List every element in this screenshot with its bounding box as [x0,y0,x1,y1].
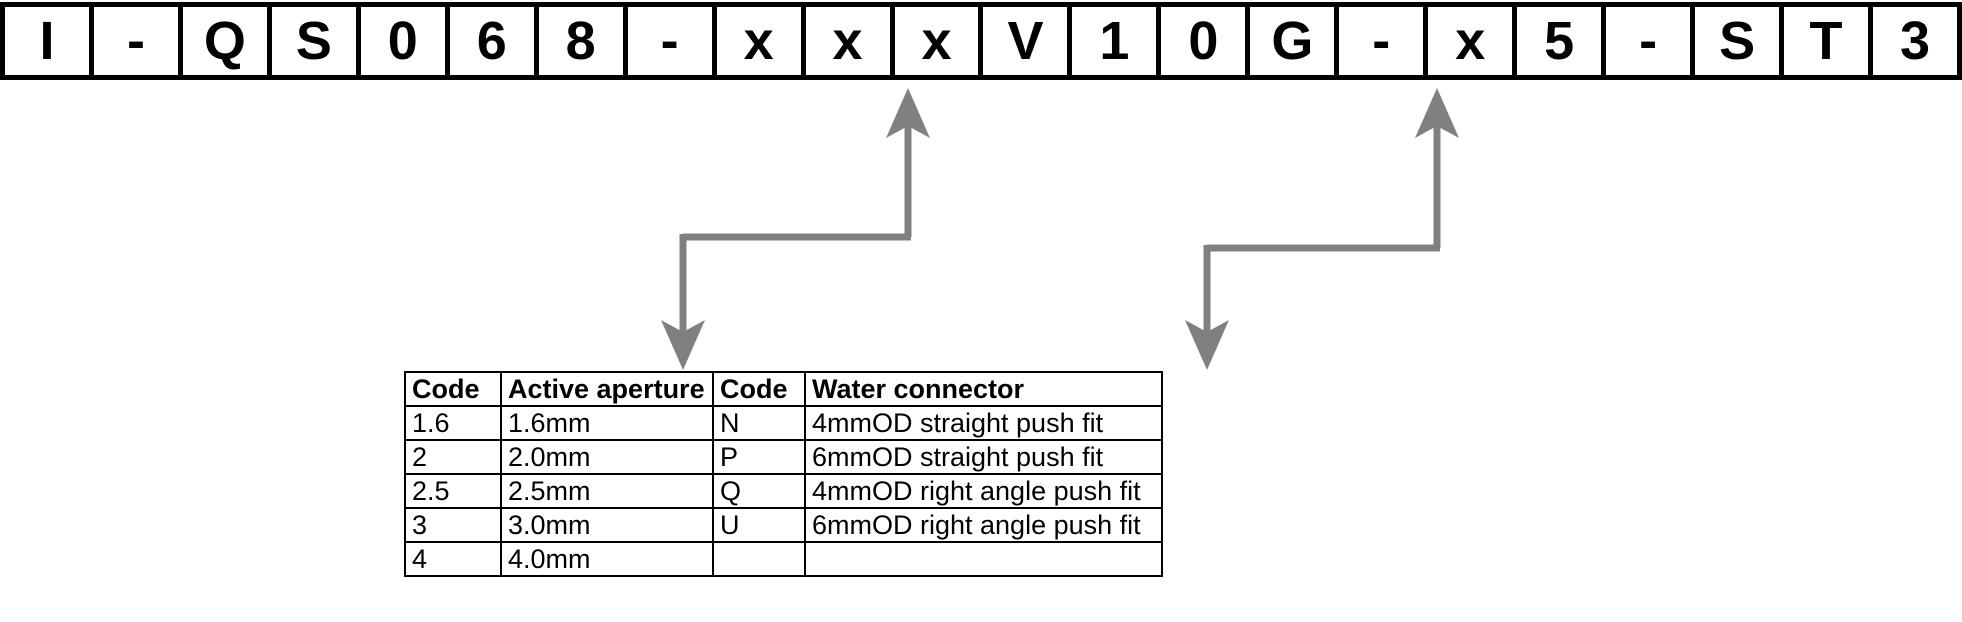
part-number-cell-4[interactable]: 0 [361,7,450,75]
part-number-cell-20[interactable]: T [1784,7,1874,75]
part-number-cell-12[interactable]: 1 [1072,7,1162,75]
water-connector-leader [1185,88,1459,370]
cell-code-aperture: 2.5 [404,473,502,509]
cell-code-connector: U [712,507,806,543]
cell-code-aperture: 1.6 [404,405,502,441]
cell-water-connector: 4mmOD right angle push fit [804,473,1163,509]
cell-code-connector: Q [712,473,806,509]
part-number-cell-18[interactable]: - [1606,7,1696,75]
header-code-aperture: Code [404,371,502,407]
part-number-cell-21[interactable]: 3 [1873,7,1962,75]
part-number-cell-2[interactable]: Q [183,7,272,75]
cell-water-connector: 4mmOD straight push fit [804,405,1163,441]
part-number-cell-10[interactable]: x [895,7,984,75]
part-number-cell-14[interactable]: G [1250,7,1340,75]
header-code-connector: Code [712,371,806,407]
part-number-cell-0[interactable]: I [5,7,94,75]
cell-code-aperture: 4 [404,541,502,577]
header-water-connector: Water connector [804,371,1163,407]
part-number-cell-9[interactable]: x [806,7,895,75]
part-number-cell-17[interactable]: 5 [1517,7,1607,75]
specification-table: Code Active aperture Code Water connecto… [404,371,1163,577]
cell-active-aperture: 2.5mm [500,473,714,509]
cell-active-aperture: 3.0mm [500,507,714,543]
cell-active-aperture: 2.0mm [500,439,714,475]
table-header-row: Code Active aperture Code Water connecto… [404,371,1163,407]
part-number-cell-15[interactable]: - [1339,7,1429,75]
cell-code-connector: P [712,439,806,475]
cell-active-aperture: 4.0mm [500,541,714,577]
cell-active-aperture: 1.6mm [500,405,714,441]
active-aperture-leader [661,88,930,370]
cell-water-connector: 6mmOD right angle push fit [804,507,1163,543]
cell-water-connector: 6mmOD straight push fit [804,439,1163,475]
cell-code-connector: N [712,405,806,441]
part-number-cell-8[interactable]: x [717,7,806,75]
part-number-cell-7[interactable]: - [628,7,717,75]
header-active-aperture: Active aperture [500,371,714,407]
part-number-cell-16[interactable]: x [1428,7,1518,75]
part-number-cell-11[interactable]: V [983,7,1073,75]
cell-code-aperture: 2 [404,439,502,475]
part-number-cell-1[interactable]: - [94,7,183,75]
part-number-cell-13[interactable]: 0 [1161,7,1251,75]
part-number-cell-3[interactable]: S [272,7,361,75]
part-number-cell-5[interactable]: 6 [450,7,539,75]
part-number-cell-19[interactable]: S [1695,7,1785,75]
part-number-cell-6[interactable]: 8 [539,7,628,75]
cell-code-aperture: 3 [404,507,502,543]
cell-water-connector [804,541,1163,577]
cell-code-connector [712,541,806,577]
